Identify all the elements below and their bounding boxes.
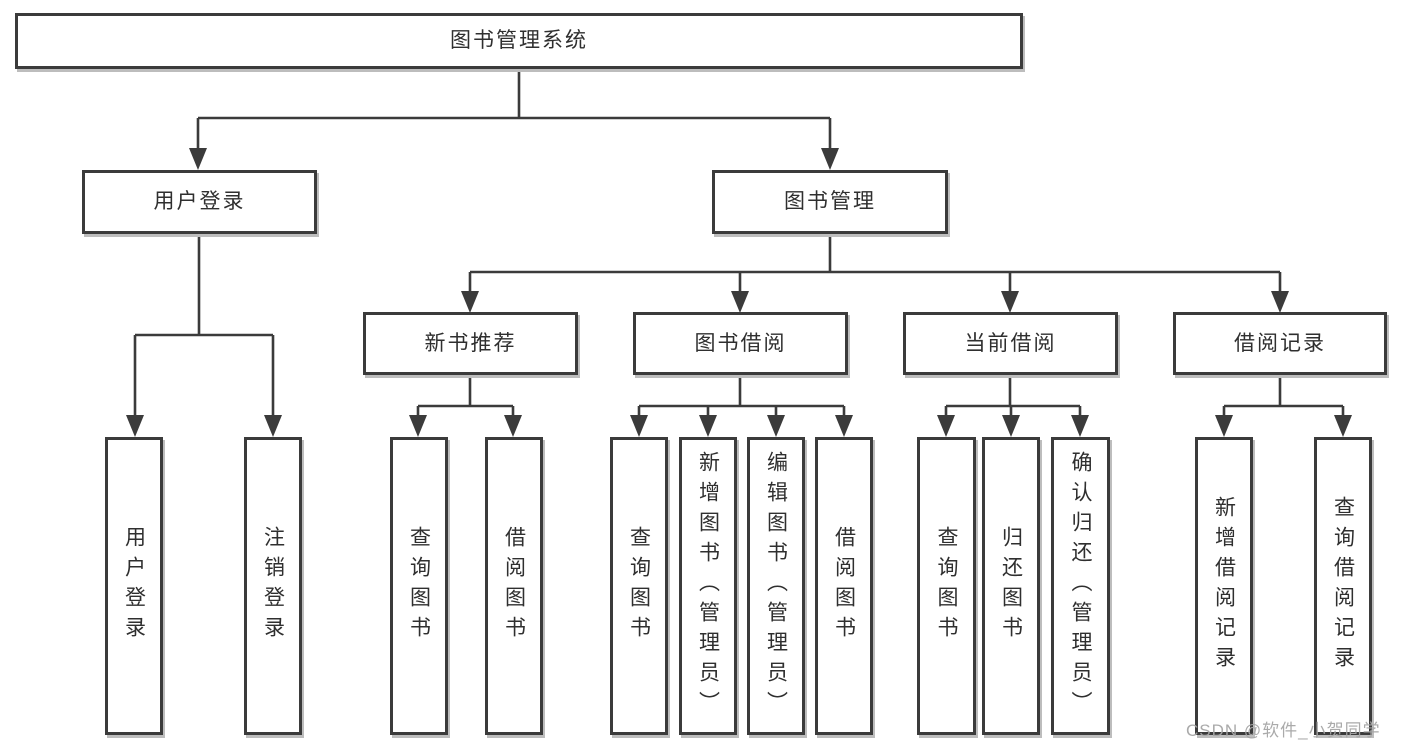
leaf-confirm-return-admin: 确认归还（管理员） (1051, 437, 1110, 735)
arrowhead-icon (767, 415, 785, 437)
arrowhead-icon (835, 415, 853, 437)
arrowhead-icon (1071, 415, 1089, 437)
node-root: 图书管理系统 (15, 13, 1023, 69)
leaf-query-borrow-record: 查询借阅记录 (1314, 437, 1372, 735)
connector-book-management (468, 234, 1282, 293)
leaf-query-books-recommend: 查询图书 (390, 437, 448, 735)
node-user-login: 用户登录 (82, 170, 317, 234)
arrowhead-icon (1001, 291, 1019, 313)
node-new-book-recommend: 新书推荐 (363, 312, 578, 375)
arrowhead-icon (1271, 291, 1289, 313)
arrowhead-icon (264, 415, 282, 437)
arrowhead-icon (461, 291, 479, 313)
csdn-watermark: CSDN @软件_小贺同学 (1186, 721, 1381, 740)
arrowhead-icon (409, 415, 427, 437)
node-current-borrow: 当前借阅 (903, 312, 1118, 375)
leaf-add-book-admin: 新增图书（管理员） (679, 437, 737, 735)
leaf-logout: 注销登录 (244, 437, 302, 735)
leaf-edit-book-admin: 编辑图书（管理员） (747, 437, 805, 735)
leaf-return-books: 归还图书 (982, 437, 1040, 735)
leaf-query-books-current: 查询图书 (917, 437, 976, 735)
arrowhead-icon (126, 415, 144, 437)
connector-root-to-level1 (196, 68, 832, 150)
arrowhead-icon (937, 415, 955, 437)
arrowhead-icon (630, 415, 648, 437)
connector-book-borrow (637, 375, 846, 417)
leaf-add-borrow-record: 新增借阅记录 (1195, 437, 1253, 735)
node-borrow-records: 借阅记录 (1173, 312, 1387, 375)
node-book-management: 图书管理 (712, 170, 948, 234)
arrowhead-icon (731, 291, 749, 313)
connector-new-book-recommend (416, 375, 515, 417)
arrowhead-icon (1002, 415, 1020, 437)
leaf-user-login: 用户登录 (105, 437, 163, 735)
node-book-borrow: 图书借阅 (633, 312, 848, 375)
leaf-borrow-books: 借阅图书 (815, 437, 873, 735)
arrowhead-icon (1215, 415, 1233, 437)
leaf-borrow-books-recommend: 借阅图书 (485, 437, 543, 735)
arrowhead-icon (821, 148, 839, 170)
arrowhead-icon (699, 415, 717, 437)
connector-borrow-records (1222, 375, 1345, 417)
arrowhead-icon (1334, 415, 1352, 437)
connector-user-login (133, 234, 275, 417)
arrowhead-icon (504, 415, 522, 437)
arrowhead-icon (189, 148, 207, 170)
leaf-query-books-borrow: 查询图书 (610, 437, 668, 735)
connector-current-borrow (944, 375, 1082, 417)
